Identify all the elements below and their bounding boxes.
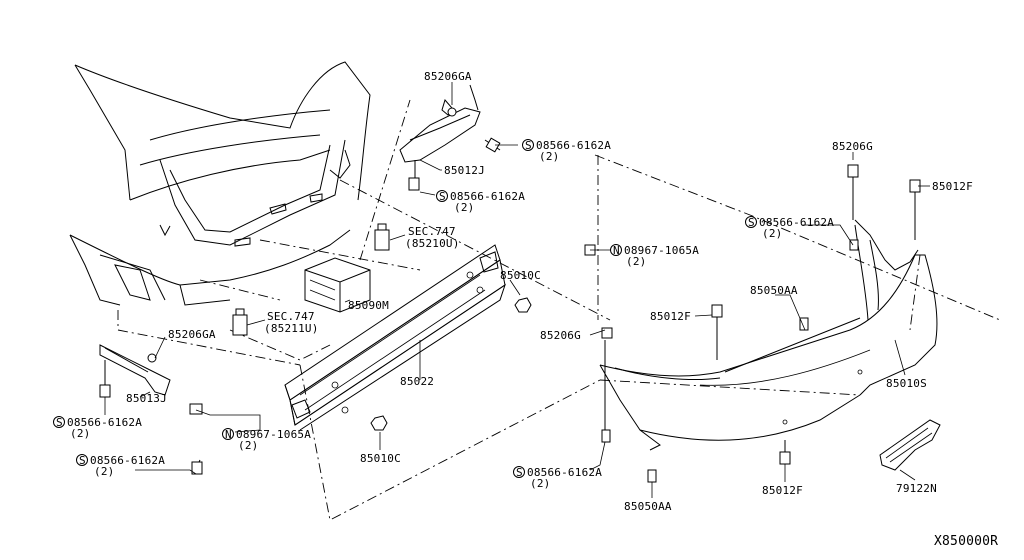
label-85050AA-bottom: 85050AA bbox=[624, 500, 672, 513]
label-08967-center: 08967-1065A bbox=[624, 244, 699, 257]
label-85012F-bottom: 85012F bbox=[762, 484, 803, 497]
label-qty: (2) bbox=[70, 427, 90, 440]
n-symbol: N bbox=[225, 428, 232, 441]
label-85050AA-mid: 85050AA bbox=[750, 284, 798, 297]
label-85206G-mid: 85206G bbox=[540, 329, 581, 342]
label-85013J: 85013J bbox=[126, 392, 167, 405]
label-85206G-top: 85206G bbox=[832, 140, 873, 153]
nut-85010C-right bbox=[514, 297, 532, 313]
n-symbol: N bbox=[613, 244, 620, 257]
label-sec747-lower-ref: (85211U) bbox=[264, 322, 319, 335]
label-85012J: 85012J bbox=[444, 164, 485, 177]
label-sec747-lower: SEC.747 bbox=[267, 310, 315, 323]
label-85206GA-top: 85206GA bbox=[424, 70, 472, 83]
label-qty: (2) bbox=[238, 439, 258, 452]
vehicle-rear-body bbox=[69, 61, 371, 306]
part-labels: 85206GA 85012J 08566-6162A (2) 08566-616… bbox=[67, 70, 998, 549]
label-85012F-mid: 85012F bbox=[650, 310, 691, 323]
label-85022: 85022 bbox=[400, 375, 434, 388]
fasteners-right bbox=[584, 164, 921, 483]
bumper-fascia-85010S bbox=[599, 219, 938, 451]
label-qty: (2) bbox=[454, 201, 474, 214]
label-08566-bottom-center: 08566-6162A bbox=[527, 466, 602, 479]
label-08566-left: 08566-6162A bbox=[67, 416, 142, 429]
label-qty: (2) bbox=[530, 477, 550, 490]
label-85206GA-left: 85206GA bbox=[168, 328, 216, 341]
label-qty: (2) bbox=[539, 150, 559, 163]
diagram-id: X850000R bbox=[934, 534, 998, 549]
clip-sec747-lower bbox=[232, 308, 248, 336]
s-symbol: S bbox=[525, 139, 532, 152]
circled-symbols: S S N S S N S S bbox=[53, 139, 757, 479]
label-85010C-bottom: 85010C bbox=[360, 452, 401, 465]
label-08566-right: 08566-6162A bbox=[759, 216, 834, 229]
s-symbol: S bbox=[439, 190, 446, 203]
label-08566-top-right: 08566-6162A bbox=[536, 139, 611, 152]
label-sec747-upper-ref: (85210U) bbox=[405, 237, 460, 250]
label-qty: (2) bbox=[94, 465, 114, 478]
s-symbol: S bbox=[748, 216, 755, 229]
label-85010S: 85010S bbox=[886, 377, 927, 390]
clip-sec747-upper bbox=[374, 223, 390, 251]
reinforcement-85022 bbox=[284, 244, 506, 431]
label-85090M: 85090M bbox=[348, 299, 389, 312]
bracket-85013J bbox=[99, 344, 203, 475]
label-08967-left: 08967-1065A bbox=[236, 428, 311, 441]
s-symbol: S bbox=[516, 466, 523, 479]
nut-85010C-bottom bbox=[370, 415, 388, 431]
label-85012F-top: 85012F bbox=[932, 180, 973, 193]
label-85010C-right: 85010C bbox=[500, 269, 541, 282]
s-symbol: S bbox=[56, 416, 63, 429]
dash-dot-guides bbox=[117, 99, 1001, 521]
label-79122N: 79122N bbox=[896, 482, 937, 495]
label-08566-bottom-left: 08566-6162A bbox=[90, 454, 165, 467]
bracket-79122N bbox=[879, 419, 941, 471]
label-08566-top-center: 08566-6162A bbox=[450, 190, 525, 203]
label-qty: (2) bbox=[762, 227, 782, 240]
s-symbol: S bbox=[79, 454, 86, 467]
label-sec747-upper: SEC.747 bbox=[408, 225, 456, 238]
box-85090M bbox=[304, 257, 371, 313]
bracket-85012J bbox=[399, 84, 501, 191]
label-qty: (2) bbox=[626, 255, 646, 268]
leader-lines bbox=[104, 82, 930, 498]
